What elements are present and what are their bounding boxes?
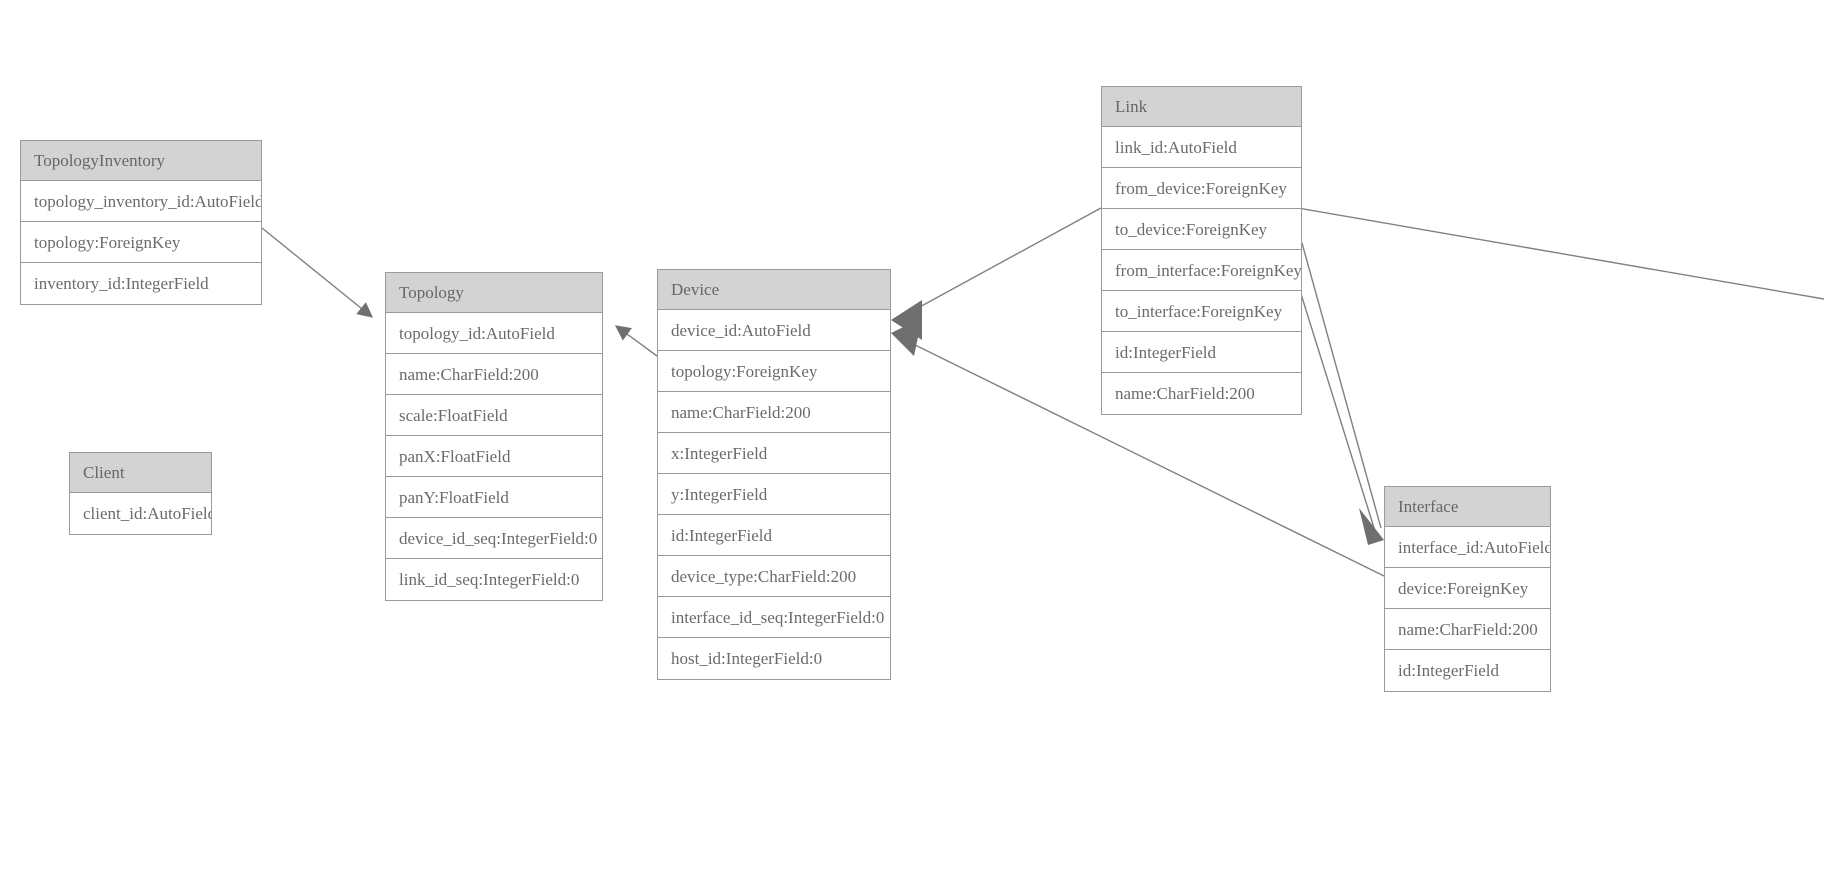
entity-field: scale:FloatField xyxy=(386,395,602,436)
entity-title-topology_inventory: TopologyInventory xyxy=(21,141,261,181)
entity-field: id:IntegerField xyxy=(658,515,890,556)
entity-title-client: Client xyxy=(70,453,211,493)
entity-field: name:CharField:200 xyxy=(658,392,890,433)
edge-topologyinventory-topology xyxy=(261,227,373,318)
entity-field: interface_id_seq:IntegerField:0 xyxy=(658,597,890,638)
entity-field: panX:FloatField xyxy=(386,436,602,477)
entity-field: topology_inventory_id:AutoField xyxy=(21,181,261,222)
entity-field: name:CharField:200 xyxy=(1385,609,1550,650)
entity-field: id:IntegerField xyxy=(1102,332,1301,373)
entity-field: inventory_id:IntegerField xyxy=(21,263,261,304)
entity-field: panY:FloatField xyxy=(386,477,602,518)
entity-field: link_id:AutoField xyxy=(1102,127,1301,168)
edge-link-to-device xyxy=(904,207,1102,316)
entity-field: device_id:AutoField xyxy=(658,310,890,351)
entity-field: host_id:IntegerField:0 xyxy=(658,638,890,679)
entity-field: id:IntegerField xyxy=(1385,650,1550,691)
entity-title-interface: Interface xyxy=(1385,487,1550,527)
entity-field: x:IntegerField xyxy=(658,433,890,474)
entity-title-topology: Topology xyxy=(386,273,602,313)
entity-title-link: Link xyxy=(1102,87,1301,127)
entity-field: client_id:AutoField xyxy=(70,493,211,534)
entity-field: to_device:ForeignKey xyxy=(1102,209,1301,250)
entity-field: device:ForeignKey xyxy=(1385,568,1550,609)
entity-field: y:IntegerField xyxy=(658,474,890,515)
entity-field: link_id_seq:IntegerField:0 xyxy=(386,559,602,600)
entity-title-device: Device xyxy=(658,270,890,310)
entity-field: topology:ForeignKey xyxy=(21,222,261,263)
entity-field: from_device:ForeignKey xyxy=(1102,168,1301,209)
entity-field: topology_id:AutoField xyxy=(386,313,602,354)
entity-field: from_interface:ForeignKey xyxy=(1102,250,1301,291)
entity-field: interface_id:AutoField xyxy=(1385,527,1550,568)
entity-field: topology:ForeignKey xyxy=(658,351,890,392)
arrowhead-device-from-link xyxy=(891,300,922,340)
entity-field: device_id_seq:IntegerField:0 xyxy=(386,518,602,559)
arrowhead-interface-from-link xyxy=(1359,508,1384,545)
entity-field: name:CharField:200 xyxy=(386,354,602,395)
edge-device-topology xyxy=(614,325,658,357)
entity-field: device_type:CharField:200 xyxy=(658,556,890,597)
entity-field: to_interface:ForeignKey xyxy=(1102,291,1301,332)
entity-field: name:CharField:200 xyxy=(1102,373,1301,414)
edge-link-to-interface xyxy=(1295,277,1376,532)
edge-link-from-interface xyxy=(1301,242,1382,529)
